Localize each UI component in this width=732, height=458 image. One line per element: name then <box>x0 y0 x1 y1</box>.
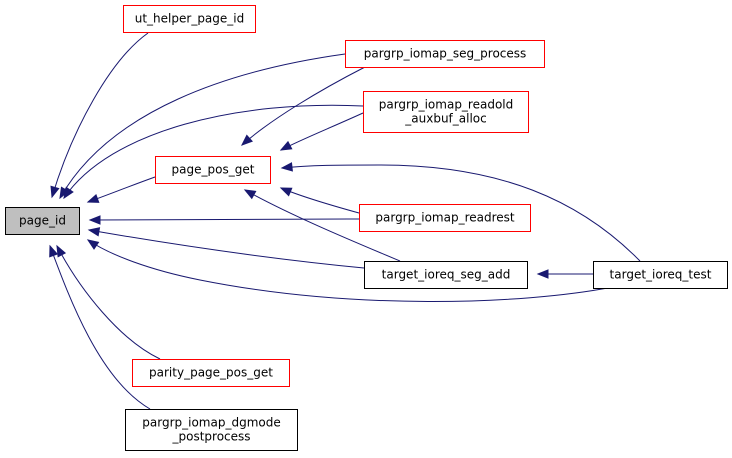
node-box <box>123 5 256 33</box>
node-label: ut_helper_page_id <box>135 12 245 26</box>
edge-target_ioreq_seg_add-to-page_pos_get <box>243 189 401 262</box>
arrowhead-icon <box>87 227 101 237</box>
node-label: pargrp_iomap_readrest <box>375 211 515 225</box>
arrowhead-icon <box>86 239 100 250</box>
edge-target_ioreq_test-to-page_id <box>86 239 614 302</box>
node-box <box>364 261 528 289</box>
edge-line <box>88 229 365 269</box>
node-box <box>155 156 271 184</box>
node-box <box>593 261 728 289</box>
node-page-id: page_id <box>5 207 80 235</box>
node-pargrp-iomap-seg-process[interactable]: pargrp_iomap_seg_process <box>345 40 545 68</box>
arrowhead-icon <box>49 244 59 258</box>
node-label: pargrp_iomap_readold <box>379 98 514 112</box>
edge-line <box>281 164 641 262</box>
nodes-layer: page_id ut_helper_page_id pargrp_iomap_seg… <box>5 5 728 451</box>
node-target-ioreq-test[interactable]: target_ioreq_test <box>593 261 728 289</box>
arrowhead-icon <box>88 215 101 225</box>
edge-target_ioreq_seg_add-to-page_id <box>87 227 365 269</box>
arrowhead-icon <box>279 140 293 151</box>
node-box <box>5 207 80 235</box>
arrowhead-icon <box>243 189 257 200</box>
node-label: pargrp_iomap_seg_process <box>364 47 527 61</box>
edge-line <box>87 176 156 203</box>
edge-line <box>280 187 360 214</box>
node-label: target_ioreq_seg_add <box>382 268 511 282</box>
arrowhead-icon <box>63 186 74 200</box>
edge-line <box>59 53 346 199</box>
node-target-ioreq-seg-add[interactable]: target_ioreq_seg_add <box>364 261 528 289</box>
arrowhead-icon <box>280 162 293 172</box>
edge-pargrp_iomap_dgmode_postprocess-to-page_id <box>49 244 151 410</box>
edge-page_pos_get-to-page_id <box>86 176 156 203</box>
edge-pargrp_iomap_readold_auxbuf_alloc-to-page_id <box>63 104 364 200</box>
node-box <box>359 204 531 232</box>
arrowhead-icon <box>59 186 70 200</box>
node-page-pos-get[interactable]: page_pos_get <box>155 156 271 184</box>
edge-line <box>87 239 614 302</box>
node-label: page_pos_get <box>172 163 255 177</box>
arrowhead-icon <box>536 269 549 279</box>
edges-layer <box>49 32 641 410</box>
node-parity-page-pos-get[interactable]: parity_page_pos_get <box>132 359 290 387</box>
node-label: page_id <box>19 214 66 228</box>
arrowhead-icon <box>50 185 60 199</box>
node-box <box>132 359 290 387</box>
edge-pargrp_iomap_seg_process-to-page_id <box>59 53 346 200</box>
node-box <box>363 91 529 133</box>
node-label: _postprocess <box>171 430 250 444</box>
edge-pargrp_iomap_readrest-to-page_pos_get <box>279 187 360 214</box>
node-label: pargrp_iomap_dgmode <box>142 416 280 430</box>
arrowhead-icon <box>240 134 253 146</box>
edge-line <box>56 245 161 360</box>
node-pargrp-iomap-dgmode-postprocess[interactable]: pargrp_iomap_dgmode_postprocess <box>125 409 298 451</box>
node-pargrp-iomap-readold-auxbuf-alloc[interactable]: pargrp_iomap_readold_auxbuf_alloc <box>363 91 529 133</box>
node-label: _auxbuf_alloc <box>404 112 486 126</box>
edge-line <box>89 218 360 221</box>
edge-target_ioreq_test-to-page_pos_get <box>280 162 641 262</box>
node-box <box>345 40 545 68</box>
node-box <box>125 409 298 451</box>
arrowhead-icon <box>56 244 67 258</box>
edge-pargrp_iomap_seg_process-to-page_pos_get <box>240 66 366 146</box>
edge-line <box>63 104 364 199</box>
node-label: target_ioreq_test <box>610 268 712 282</box>
node-ut-helper-page-id[interactable]: ut_helper_page_id <box>123 5 256 33</box>
edge-line <box>241 66 366 146</box>
edge-target_ioreq_test-to-target_ioreq_seg_add <box>536 269 594 279</box>
node-pargrp-iomap-readrest[interactable]: pargrp_iomap_readrest <box>359 204 531 232</box>
edge-parity_page_pos_get-to-page_id <box>56 244 161 360</box>
edge-ut_helper_page_id-to-page_id <box>50 32 149 199</box>
arrowhead-icon <box>86 193 100 203</box>
node-label: parity_page_pos_get <box>149 366 273 380</box>
arrowhead-icon <box>279 187 293 197</box>
edge-pargrp_iomap_readrest-to-page_id <box>88 215 360 225</box>
edge-line <box>51 32 149 198</box>
edge-pargrp_iomap_readold_auxbuf_alloc-to-page_pos_get <box>279 112 364 151</box>
edge-line <box>244 189 401 262</box>
edge-line <box>280 112 364 151</box>
edge-line <box>49 245 151 410</box>
